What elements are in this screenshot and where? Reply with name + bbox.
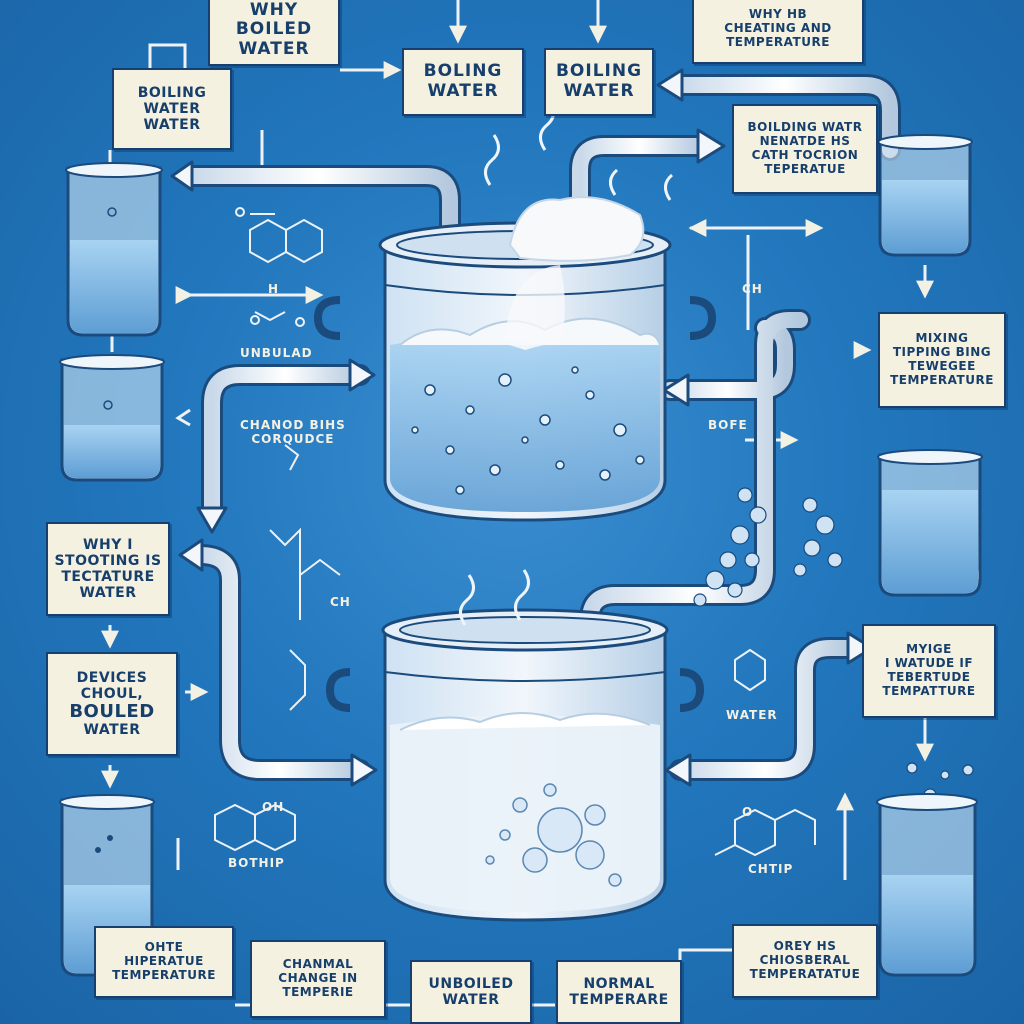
label-line: CATH TOCRION: [751, 148, 859, 162]
label-line: BOLING: [423, 61, 503, 82]
label-line: WATER: [442, 992, 500, 1008]
label-line: WATER: [563, 81, 635, 101]
label-chanmal-change: CHANMAL CHANGE IN TEMPERIE: [250, 940, 386, 1018]
label-line: BOULED: [69, 700, 155, 722]
label-line: TEPERATUE: [764, 161, 846, 176]
label-line: WATER: [427, 81, 499, 101]
label-line: CHANMAL: [282, 957, 354, 972]
label-line: BOILING: [555, 61, 643, 82]
label-line: NENATDE HS: [759, 134, 851, 149]
note-ch: CH: [742, 282, 763, 296]
label-line: MYIGE: [906, 642, 952, 657]
label-line: WATER: [79, 585, 137, 602]
label-line: TEMPERATATUE: [749, 966, 861, 981]
note-water: WATER: [726, 708, 778, 722]
label-line: CHOUL,: [80, 685, 144, 702]
label-line: UNBOILED: [428, 975, 514, 992]
note-line: CORQUDCE: [251, 432, 335, 447]
label-line: WATER: [143, 117, 201, 134]
label-line: TIPPING BING: [892, 345, 992, 360]
label-line: HIPERATUE: [124, 954, 204, 969]
label-line: WATER: [83, 722, 141, 739]
label-line: WHY HB: [748, 7, 808, 22]
beaker-left-2: [59, 354, 165, 482]
label-boiling-water: BOILING WATER: [544, 48, 654, 116]
flow-pipes: [170, 68, 901, 787]
label-line: CHANGE IN: [278, 971, 358, 986]
label-line: OREY HS: [773, 939, 837, 954]
beaker-right-2: [877, 449, 983, 597]
beaker-right-1: [877, 134, 973, 257]
label-line: NORMAL: [583, 975, 655, 992]
label-line: MIXING: [915, 331, 969, 346]
label-line: WHY: [249, 0, 299, 20]
label-line: BOILING: [137, 84, 207, 101]
label-line: WHY I: [83, 536, 133, 553]
note-ch-atom: CH: [330, 595, 351, 609]
beaker-right-3: [876, 793, 978, 977]
label-line: TEMPERARE: [569, 992, 669, 1008]
label-line: CHEATING AND: [724, 21, 832, 36]
note-h-atom: H: [268, 282, 280, 296]
label-line: TEMPERIE: [282, 984, 354, 999]
label-mixing-temperature: MIXING TIPPING BING TEWEGEE TEMPERATURE: [878, 312, 1006, 408]
note-line: CHANOD BIHS: [240, 418, 346, 432]
label-line: WATER: [143, 100, 201, 117]
label-why-cheating-temperature: WHY HB CHEATING AND TEMPERATURE: [692, 0, 864, 64]
label-ohte-temperature: OHTE HIPERATUE TEMPERATURE: [94, 926, 234, 998]
label-orey-temperature: OREY HS CHIOSBERAL TEMPERATATUE: [732, 924, 878, 998]
label-line: TEBERTUDE: [887, 670, 971, 684]
label-line: TEMPERATURE: [890, 372, 994, 387]
label-unboiled-water: UNBOILED WATER: [410, 960, 532, 1024]
label-normal-temperare: NORMAL TEMPERARE: [556, 960, 682, 1024]
label-line: I WATUDE IF: [884, 656, 974, 671]
label-why-stooting-water: WHY I STOOTING IS TECTATURE WATER: [46, 522, 170, 616]
label-line: TEMPERATURE: [726, 34, 830, 49]
label-line: TEMPATTURE: [882, 683, 976, 698]
label-boilding-water-temperature: BOILDING WATR NENATDE HS CATH TOCRION TE…: [732, 104, 878, 194]
label-line: WATER: [238, 38, 310, 59]
note-chtip: CHTIP: [748, 862, 794, 876]
pot-unboiled: [325, 569, 705, 922]
label-devices-bouled-water: DEVICES CHOUL, BOULED WATER: [46, 652, 178, 756]
pot-boiling: [313, 99, 717, 522]
label-line: BOILDING WATR: [747, 120, 863, 135]
label-myige-temperature: MYIGE I WATUDE IF TEBERTUDE TEMPATTURE: [862, 624, 996, 718]
beaker-left-1: [65, 162, 163, 337]
note-chanod-corqudce: CHANOD BIHS CORQUDCE: [240, 418, 346, 447]
note-bothip: BOTHIP: [228, 856, 285, 870]
label-line: TECTATURE: [61, 569, 155, 585]
label-line: BOILED: [235, 19, 313, 40]
label-why-boiled-water: WHY BOILED WATER: [208, 0, 340, 66]
label-boling-water: BOLING WATER: [402, 48, 524, 116]
label-line: STOOTING IS: [54, 552, 162, 569]
label-line: DEVICES: [76, 669, 148, 686]
label-line: TEWEGEE: [908, 359, 976, 373]
note-unbulad: UNBULAD: [240, 346, 313, 360]
label-line: CHIOSBERAL: [759, 953, 851, 968]
note-o-atom: O: [742, 805, 754, 819]
note-oh-atom: OH: [262, 800, 285, 814]
label-boiling-water-water: BOILING WATER WATER: [112, 68, 232, 150]
label-line: TEMPERATURE: [112, 967, 216, 982]
molecule-sketches: [214, 207, 816, 857]
label-line: OHTE: [144, 940, 184, 955]
note-bofe: BOFE: [708, 418, 748, 432]
